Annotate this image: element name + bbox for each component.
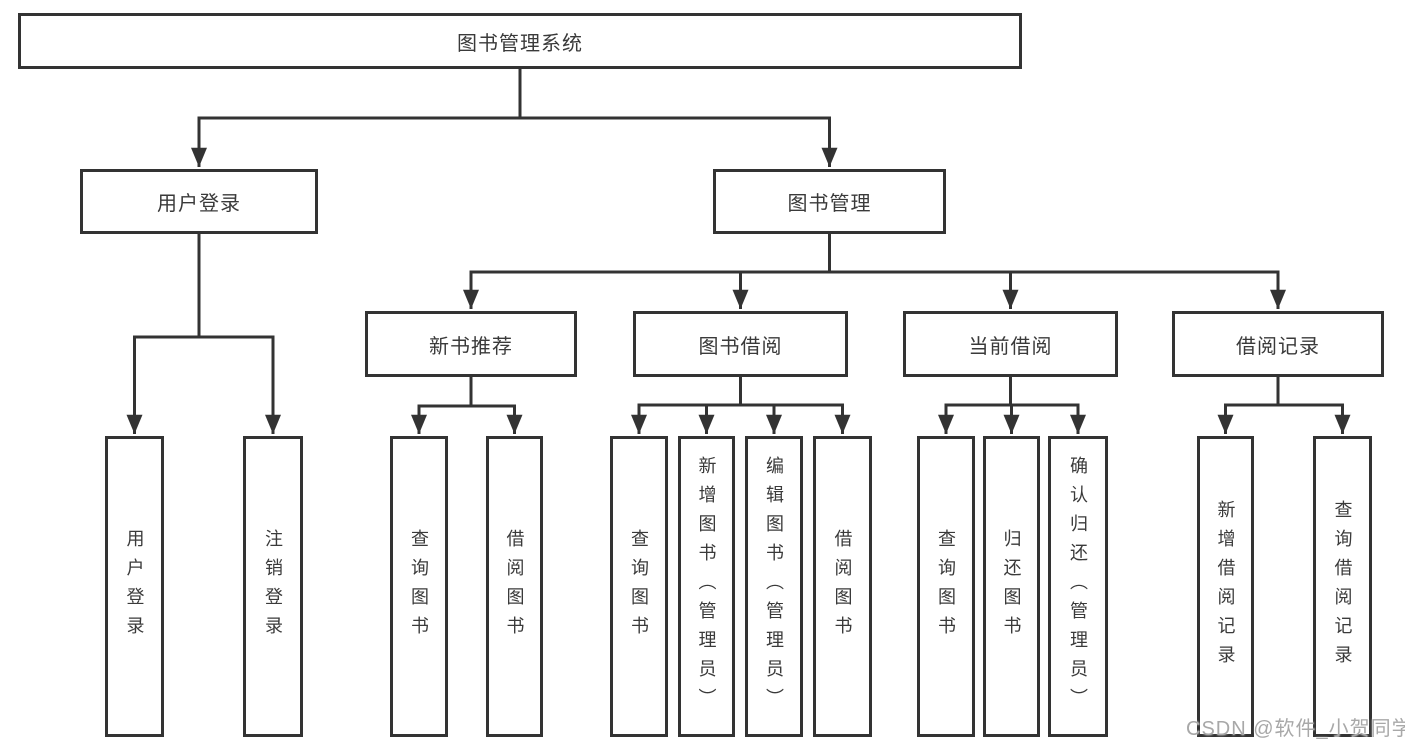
node-label: 当前借阅	[968, 335, 1053, 358]
leaf-bb-edit-books-admin: 编辑图书（管理员）	[745, 436, 803, 737]
connector-new-book-recommend-branch	[411, 375, 523, 434]
node-label: 查询图书	[936, 528, 956, 645]
node-borrow-records: 借阅记录	[1172, 311, 1384, 377]
connector-user-login-branch	[126, 232, 281, 434]
node-current-borrow: 当前借阅	[903, 311, 1118, 377]
leaf-logout: 注销登录	[243, 436, 303, 737]
leaf-br-add-record: 新增借阅记录	[1197, 436, 1254, 737]
node-label: 新增借阅记录	[1215, 499, 1236, 674]
node-book-management: 图书管理	[713, 169, 946, 234]
node-label: 编辑图书（管理员）	[764, 456, 784, 717]
node-label: 查询借阅记录	[1332, 499, 1353, 674]
node-label: 图书管理	[787, 193, 872, 215]
node-label: 注销登录	[263, 528, 283, 645]
leaf-nbr-borrow-books: 借阅图书	[486, 436, 543, 737]
csdn-watermark: CSDN @软件_小贺同学	[1186, 718, 1405, 740]
node-label: 图书管理系统	[457, 32, 583, 55]
node-label: 查询图书	[629, 528, 649, 645]
leaf-cb-query-books: 查询图书	[917, 436, 975, 737]
node-label: 借阅图书	[504, 528, 525, 645]
node-user-login: 用户登录	[80, 169, 318, 234]
node-library-system: 图书管理系统	[18, 13, 1022, 69]
node-label: 归还图书	[1001, 528, 1022, 645]
node-label: 图书借阅	[698, 335, 783, 358]
leaf-nbr-query-books: 查询图书	[390, 436, 448, 737]
node-new-book-recommend: 新书推荐	[365, 311, 577, 377]
leaf-bb-borrow-books: 借阅图书	[813, 436, 872, 737]
leaf-cb-return-books: 归还图书	[983, 436, 1040, 737]
connector-book-borrow-branch	[631, 375, 851, 434]
leaf-bb-add-books-admin: 新增图书（管理员）	[678, 436, 735, 737]
node-label: 借阅记录	[1236, 335, 1320, 358]
node-label: 用户登录	[157, 193, 241, 215]
node-label: 新增图书（管理员）	[696, 456, 717, 717]
node-label: 确认归还（管理员）	[1068, 456, 1088, 717]
node-book-borrow: 图书借阅	[633, 311, 848, 377]
leaf-br-query-record: 查询借阅记录	[1313, 436, 1372, 737]
leaf-bb-query-books: 查询图书	[610, 436, 668, 737]
connector-book-management-to-level3	[463, 232, 1286, 309]
connector-borrow-records-branch	[1217, 375, 1351, 434]
leaf-user-login: 用户登录	[105, 436, 164, 737]
leaf-cb-confirm-return-admin: 确认归还（管理员）	[1048, 436, 1108, 737]
node-label: 用户登录	[124, 528, 145, 645]
node-label: 新书推荐	[429, 335, 513, 358]
node-label: 查询图书	[409, 528, 429, 645]
connector-root-to-level2	[191, 67, 838, 167]
node-label: 借阅图书	[832, 528, 853, 645]
connector-current-borrow-branch	[938, 375, 1086, 434]
